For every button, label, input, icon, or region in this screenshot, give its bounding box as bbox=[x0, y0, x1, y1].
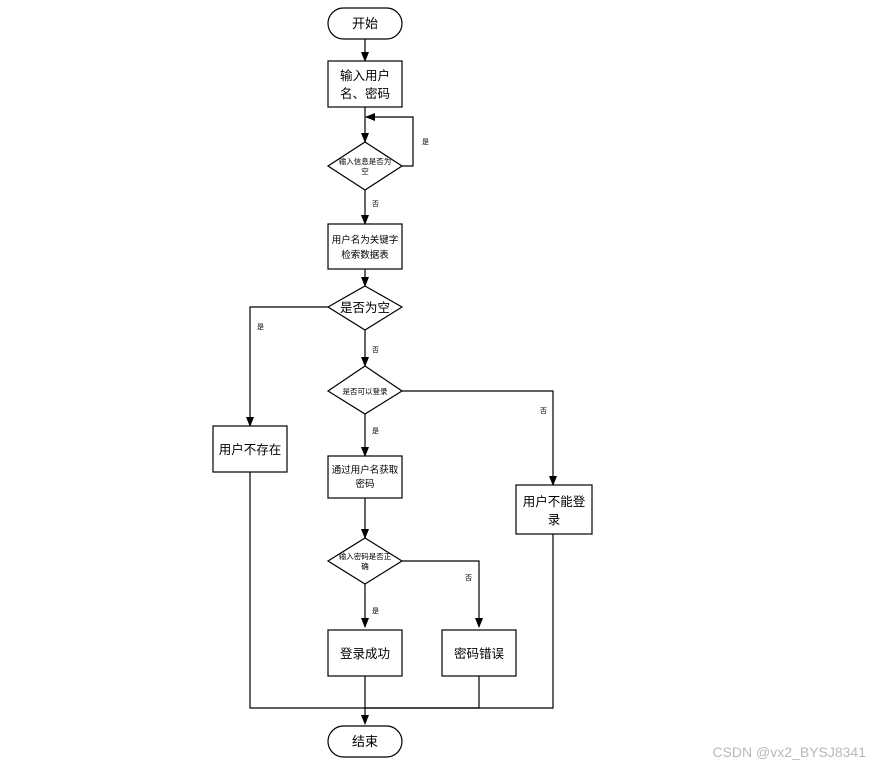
password-correct-diamond bbox=[326, 537, 404, 585]
no-label-canlogin: 否 bbox=[540, 407, 547, 415]
check-empty-input-line1: 输入信息是否为 bbox=[339, 156, 392, 166]
user-cannot-login-line1: 用户不能登 bbox=[523, 494, 586, 509]
password-correct-line2: 确 bbox=[361, 561, 369, 571]
yes-label-pwdcheck: 是 bbox=[372, 607, 379, 615]
no-label-isempty: 否 bbox=[372, 346, 379, 354]
no-label-pwdcheck: 否 bbox=[465, 574, 472, 582]
search-table-box bbox=[327, 223, 403, 270]
get-password-line2: 密码 bbox=[355, 478, 374, 490]
end-node: 结束 bbox=[327, 725, 403, 758]
can-login-diamond bbox=[326, 365, 404, 415]
password-correct-node: 输入密码是否正 确 bbox=[326, 537, 404, 585]
edge-labels: 是 否 是 否 否 是 否 是 bbox=[257, 138, 547, 615]
user-cannot-login-box bbox=[515, 484, 593, 535]
start-terminator bbox=[327, 7, 403, 40]
edge-isempty-notexist bbox=[246, 306, 328, 427]
password-error-node: 密码错误 bbox=[441, 629, 517, 677]
edge-canlogin-cannot bbox=[402, 390, 557, 486]
user-not-exist-label: 用户不存在 bbox=[219, 442, 282, 457]
input-node: 输入用户 名、密码 bbox=[327, 60, 403, 108]
edges bbox=[246, 39, 557, 725]
can-login-node: 是否可以登录 bbox=[326, 365, 404, 415]
is-empty-label: 是否为空 bbox=[340, 300, 390, 315]
user-cannot-login-node: 用户不能登 录 bbox=[515, 484, 593, 535]
login-success-box bbox=[327, 629, 403, 677]
input-process-box bbox=[327, 60, 403, 108]
edge-notexist-end bbox=[249, 472, 365, 709]
check-empty-input-node: 输入信息是否为 空 bbox=[326, 141, 404, 191]
check-empty-input-line2: 空 bbox=[361, 166, 369, 176]
check-empty-input-diamond bbox=[326, 141, 404, 191]
get-password-box bbox=[327, 455, 403, 499]
csdn-watermark: CSDN @vx2_BYSJ8341 bbox=[712, 744, 866, 760]
edge-check-loop-yes bbox=[365, 113, 414, 167]
search-table-line1: 用户名为关键字 bbox=[332, 234, 399, 246]
end-label: 结束 bbox=[352, 735, 378, 750]
search-table-line2: 检索数据表 bbox=[341, 249, 389, 261]
user-not-exist-box bbox=[212, 425, 288, 473]
is-empty-diamond bbox=[326, 285, 404, 331]
password-error-box bbox=[441, 629, 517, 677]
end-terminator bbox=[327, 725, 403, 758]
edge-pwdcheck-error bbox=[402, 560, 483, 628]
user-cannot-login-line2: 录 bbox=[548, 512, 561, 527]
input-label-line2: 名、密码 bbox=[340, 86, 390, 101]
is-empty-node: 是否为空 bbox=[326, 285, 404, 331]
yes-label-canlogin: 是 bbox=[372, 427, 379, 435]
get-password-node: 通过用户名获取 密码 bbox=[327, 455, 403, 499]
user-not-exist-node: 用户不存在 bbox=[212, 425, 288, 473]
start-label: 开始 bbox=[352, 17, 378, 32]
password-error-label: 密码错误 bbox=[454, 646, 505, 661]
can-login-label: 是否可以登录 bbox=[343, 386, 388, 396]
input-label-line1: 输入用户 bbox=[340, 68, 390, 83]
yes-label-check-loop: 是 bbox=[422, 138, 429, 146]
login-success-label: 登录成功 bbox=[340, 646, 390, 661]
edge-error-end bbox=[365, 676, 480, 709]
no-label-check-search: 否 bbox=[372, 200, 379, 208]
search-table-node: 用户名为关键字 检索数据表 bbox=[327, 223, 403, 270]
get-password-line1: 通过用户名获取 bbox=[332, 464, 399, 476]
login-success-node: 登录成功 bbox=[327, 629, 403, 677]
yes-label-isempty: 是 bbox=[257, 323, 264, 331]
password-correct-line1: 输入密码是否正 bbox=[339, 551, 392, 561]
start-node: 开始 bbox=[327, 7, 403, 40]
